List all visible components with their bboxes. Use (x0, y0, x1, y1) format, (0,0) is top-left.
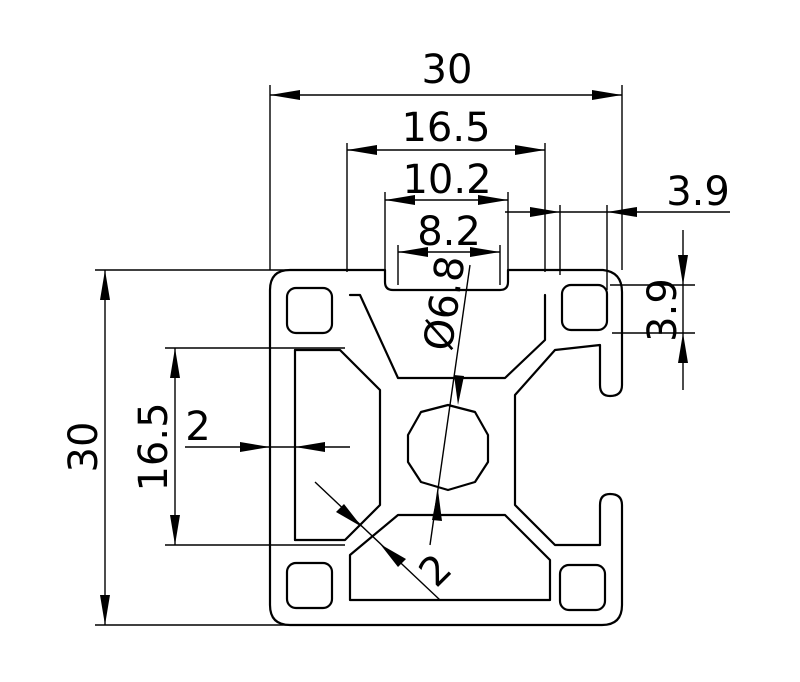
center-bore (406, 403, 490, 492)
profile-outer-contour (268, 268, 624, 627)
dim-slot-outer-width: 16.5 (401, 105, 490, 151)
dim-slot-opening: 10.2 (402, 157, 491, 203)
corner-hole-bottom-left (285, 561, 334, 610)
dim-height-total: 30 (61, 422, 107, 473)
dim-width-total: 30 (422, 47, 473, 93)
dimension-lines (95, 85, 730, 626)
dim-inner-height: 16.5 (131, 402, 177, 491)
left-web (293, 348, 382, 542)
corner-hole-bottom-right (558, 563, 607, 612)
dim-slot-neck: 8.2 (417, 209, 481, 255)
lower-pocket (348, 513, 552, 602)
dim-lip-height: 3.9 (640, 278, 686, 342)
corner-hole-top-right (560, 283, 609, 332)
dim-web-thickness: 2 (411, 546, 462, 597)
corner-hole-top-left (285, 286, 334, 335)
dim-wall-thickness: 2 (185, 404, 210, 450)
dimension-labels: 30 16.5 10.2 8.2 3.9 3.9 30 16.5 2 2 Ø6.… (61, 47, 730, 596)
dim-lip-width: 3.9 (666, 169, 730, 215)
upper-pocket (348, 293, 547, 380)
dim-center-bore: Ø6.8 (416, 253, 475, 354)
profile-cross-section (268, 268, 624, 627)
